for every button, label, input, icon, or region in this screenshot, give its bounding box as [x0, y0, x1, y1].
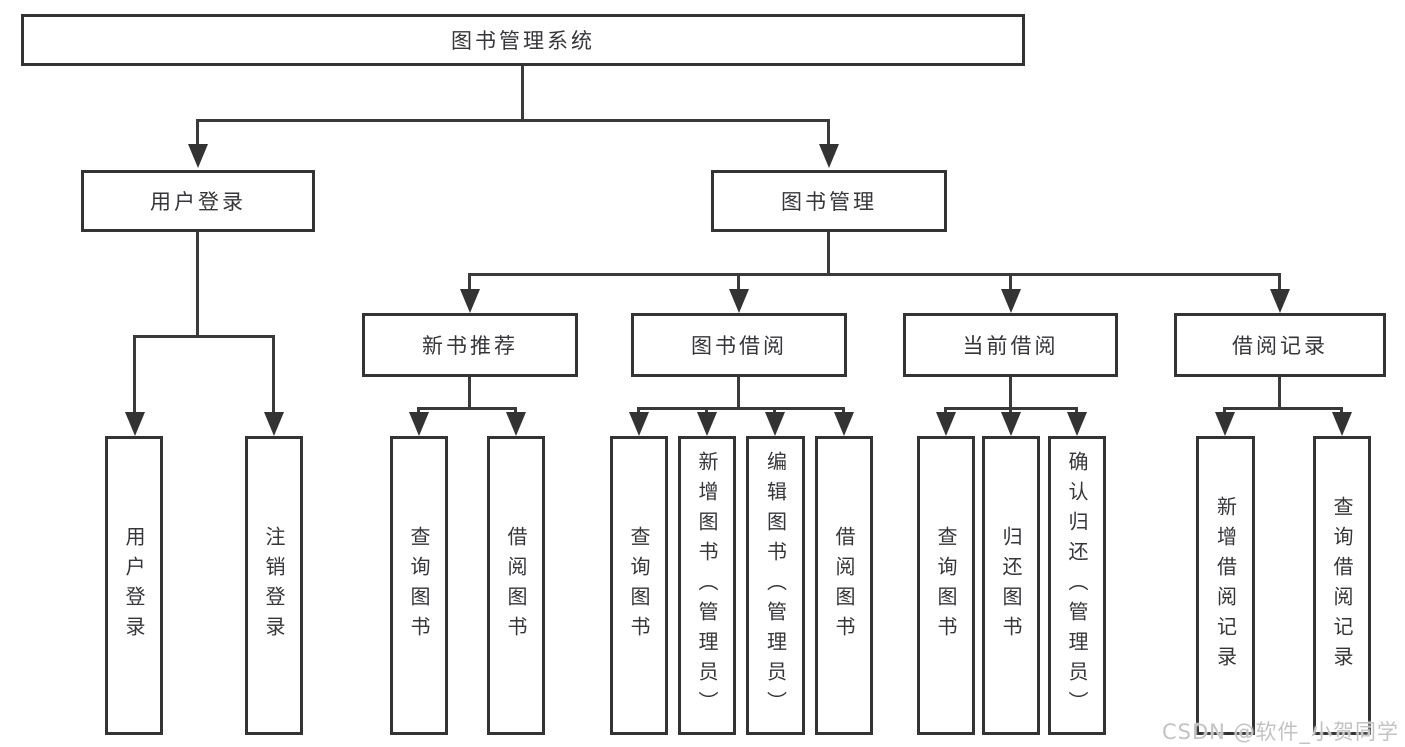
leaf-bb-query-book: 查询图书: [610, 436, 668, 735]
connector-book-management-bus: [468, 273, 1281, 276]
leaf-logout: 注销登录: [245, 436, 303, 735]
arrow-login: [125, 412, 145, 436]
connector-drop-login: [133, 335, 136, 414]
arrow-book-management: [819, 144, 839, 168]
arrow-cb-confirm: [1067, 412, 1087, 436]
connector-drop-nb-query: [417, 407, 420, 414]
leaf-bb-add-book-admin: 新增图书（管理员）: [678, 436, 736, 735]
connector-root-bus: [196, 119, 830, 122]
connector-drop-cb-confirm: [1075, 407, 1078, 414]
arrow-bb-borrow: [834, 412, 854, 436]
node-book-management: 图书管理: [711, 170, 947, 232]
connector-drop-nb-borrow: [514, 407, 517, 414]
node-book-borrow: 图书借阅: [631, 313, 847, 377]
connector-drop-bb-query: [637, 407, 640, 414]
arrow-new-book: [460, 289, 480, 313]
connector-drop-br-query: [1340, 407, 1343, 414]
connector-drop-br-add: [1223, 407, 1226, 414]
leaf-bb-edit-book-admin: 编辑图书（管理员）: [746, 436, 805, 735]
connector-drop-user-login: [196, 119, 199, 146]
leaf-bb-borrow-book: 借阅图书: [815, 436, 873, 735]
node-user-login: 用户登录: [81, 170, 315, 232]
arrow-nb-borrow: [506, 412, 526, 436]
connector-drop-current-borrow: [1009, 273, 1012, 291]
node-library-management-system: 图书管理系统: [21, 14, 1025, 66]
connector-current-borrow-stem: [1009, 377, 1012, 407]
connector-user-login-stem: [196, 232, 199, 335]
arrow-nb-query: [409, 412, 429, 436]
connector-user-login-bus: [133, 335, 275, 338]
connector-drop-cb-query: [944, 407, 947, 414]
connector-borrow-record-bus: [1223, 407, 1342, 410]
connector-drop-new-book: [468, 273, 471, 291]
arrow-br-query: [1332, 412, 1352, 436]
leaf-cb-confirm-return-admin: 确认归还（管理员）: [1048, 436, 1106, 735]
arrow-bb-add: [697, 412, 717, 436]
node-current-borrow: 当前借阅: [903, 313, 1118, 377]
arrow-user-login: [188, 144, 208, 168]
leaf-cb-query-book: 查询图书: [917, 436, 975, 735]
arrow-book-borrow: [729, 289, 749, 313]
connector-drop-bb-borrow: [842, 407, 845, 414]
connector-drop-cb-return: [1009, 407, 1012, 414]
arrow-bb-query: [629, 412, 649, 436]
csdn-watermark: CSDN @软件_小贺同学: [1162, 720, 1400, 744]
node-new-book-recommend: 新书推荐: [362, 313, 578, 377]
arrow-cb-return: [1001, 412, 1021, 436]
connector-new-book-stem: [468, 377, 471, 407]
connector-book-management-stem: [827, 232, 830, 273]
connector-borrow-record-stem: [1278, 377, 1281, 407]
connector-drop-book-borrow: [737, 273, 740, 291]
arrow-borrow-record: [1270, 289, 1290, 313]
leaf-br-add-record: 新增借阅记录: [1196, 436, 1255, 735]
connector-drop-bb-edit: [773, 407, 776, 414]
arrow-current-borrow: [1001, 289, 1021, 313]
leaf-user-login: 用户登录: [105, 436, 163, 735]
connector-drop-book-management: [827, 119, 830, 146]
arrow-cb-query: [936, 412, 956, 436]
connector-new-book-bus: [417, 407, 517, 410]
arrow-bb-edit: [765, 412, 785, 436]
connector-drop-borrow-record: [1278, 273, 1281, 291]
leaf-br-query-record: 查询借阅记录: [1313, 436, 1371, 735]
leaf-nb-borrow-book: 借阅图书: [487, 436, 545, 735]
leaf-cb-return-book: 归还图书: [982, 436, 1040, 735]
arrow-br-add: [1215, 412, 1235, 436]
node-borrow-record: 借阅记录: [1174, 313, 1386, 377]
connector-book-borrow-stem: [737, 377, 740, 407]
connector-book-borrow-bus: [637, 407, 845, 410]
leaf-nb-query-book: 查询图书: [390, 436, 448, 735]
connector-drop-logout: [272, 335, 275, 414]
connector-root-stem: [521, 66, 524, 119]
connector-drop-bb-add: [705, 407, 708, 414]
arrow-logout: [264, 412, 284, 436]
